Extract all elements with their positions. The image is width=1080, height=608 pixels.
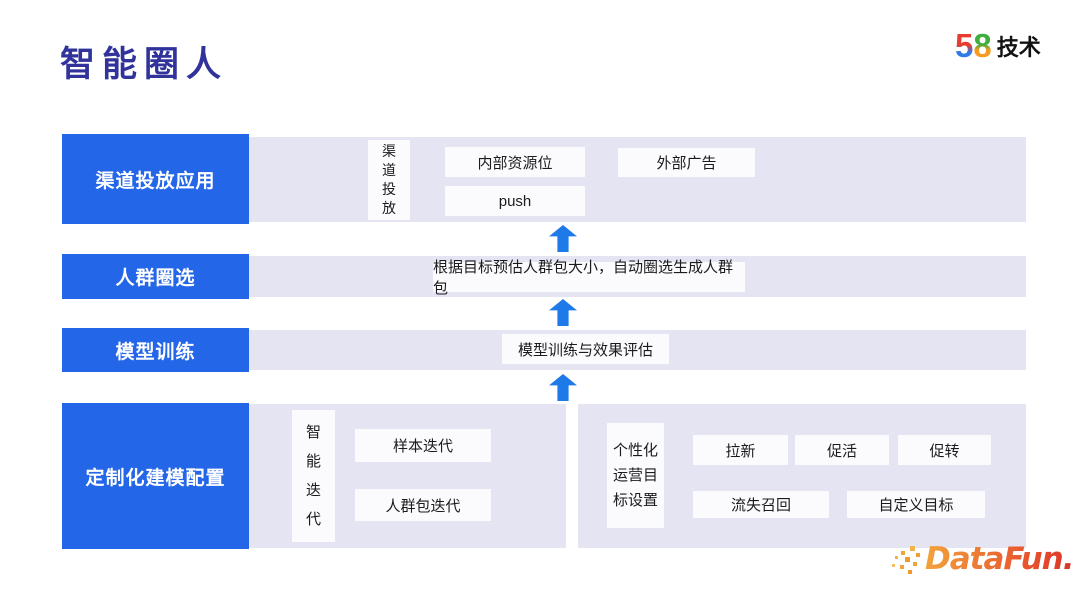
logo-58-digit-5: 5 (955, 27, 974, 64)
arrow-up-icon (549, 225, 577, 252)
personalized-goal-vertical-tag: 个性化运营目标设置 (607, 423, 664, 528)
channel-item-internal-resources: 内部资源位 (445, 147, 585, 177)
item-package-iteration: 人群包迭代 (355, 489, 491, 521)
item-activate: 促活 (795, 435, 889, 465)
row-channel-panel: 渠道投放 内部资源位 外部广告 push (249, 137, 1026, 222)
logo-58tech: 5 8 技术 (955, 27, 1041, 64)
item-custom-goal: 自定义目标 (847, 491, 985, 518)
row-custom-label: 定制化建模配置 (62, 403, 249, 549)
row-crowd-panel: 根据目标预估人群包大小，自动圈选生成人群包 (249, 256, 1026, 297)
custom-right-panel: 个性化运营目标设置 拉新 促活 促转 流失召回 自定义目标 (578, 404, 1026, 548)
datafun-logo-text: DataFun. (925, 541, 1075, 577)
arrow-up-icon (549, 374, 577, 401)
crowd-note-box: 根据目标预估人群包大小，自动圈选生成人群包 (433, 259, 745, 297)
item-convert: 促转 (898, 435, 991, 465)
smart-iteration-vertical-tag: 智能迭代 (292, 410, 335, 542)
row-model-label: 模型训练 (62, 328, 249, 372)
pixel-dots-icon (892, 546, 920, 574)
item-acquire-new: 拉新 (693, 435, 788, 465)
model-note-box: 模型训练与效果评估 (502, 334, 669, 364)
logo-58-digit-8: 8 (973, 27, 992, 64)
channel-vertical-tag-label: 渠道投放 (381, 143, 396, 216)
custom-left-panel: 智能迭代 样本迭代 人群包迭代 (249, 404, 566, 548)
row-channel-label: 渠道投放应用 (62, 134, 249, 224)
item-churn-recall: 流失召回 (693, 491, 829, 518)
personalized-goal-vertical-tag-label: 个性化运营目标设置 (612, 442, 658, 509)
channel-item-push: push (445, 186, 585, 216)
page-title: 智能圈人 (60, 44, 229, 85)
logo-datafun: DataFun. (891, 540, 1075, 580)
channel-item-external-ads: 外部广告 (618, 148, 755, 177)
item-sample-iteration: 样本迭代 (355, 429, 491, 462)
channel-vertical-tag: 渠道投放 (368, 140, 410, 220)
arrow-up-icon (549, 299, 577, 326)
smart-iteration-vertical-tag-label: 智能迭代 (305, 424, 321, 528)
row-model-panel: 模型训练与效果评估 (249, 330, 1026, 370)
row-crowd-label: 人群圈选 (62, 254, 249, 299)
logo-58-suffix: 技术 (996, 35, 1041, 60)
